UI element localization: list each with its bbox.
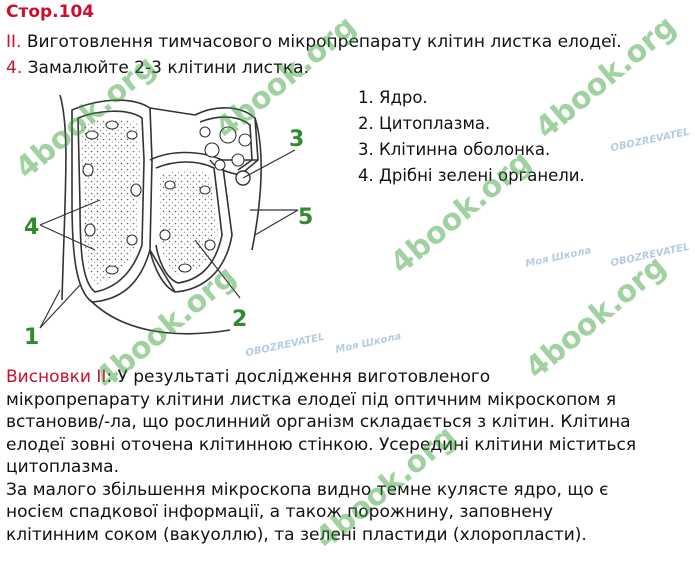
task-text: Замалюйте 2-3 клітини листка.: [22, 58, 309, 78]
watermark-school: Моя Школа: [334, 331, 403, 356]
section-heading: ІІ. Виготовлення тимчасового мікропрепар…: [6, 31, 622, 53]
conclusion-block: Висновки ІІ: У результаті дослідження ви…: [6, 366, 691, 546]
conclusion-line-6: За малого збільшення мікроскопа видно те…: [6, 479, 609, 500]
conclusion-line-2: мікропрепарату клітини листка елодеї під…: [6, 389, 617, 410]
figure-label-1: 1: [24, 325, 39, 350]
elodea-cells-figure: 4 1 2 3 5: [24, 94, 313, 350]
legend-item-organelles: 4. Дрібні зелені органели.: [358, 166, 585, 185]
legend-item-cell-wall: 3. Клітинна оболонка.: [358, 140, 551, 159]
conclusion-line-3: встановив/-ла, що рослинний організм скл…: [6, 412, 631, 432]
conclusion-line-4: елодеї зовні оточена клітинною стінкою. …: [6, 434, 637, 455]
figure-label-4: 4: [24, 215, 39, 240]
page-number: Стор.104: [6, 2, 95, 22]
legend-item-nucleus: 1. Ядро.: [358, 88, 428, 107]
watermark-site: 4book.org: [528, 8, 683, 147]
conclusion-heading: Висновки ІІ: [6, 367, 107, 387]
watermark-brand: OBOZREVATEL: [609, 241, 691, 270]
task-heading: 4. Замалюйте 2-3 клітини листка.: [6, 57, 309, 79]
task-marker: 4.: [6, 58, 23, 78]
conclusion-line-7: носієм спадкової інформації, а також пор…: [6, 502, 554, 522]
watermark-brand: OBOZREVATEL: [609, 126, 691, 155]
legend-item-cytoplasm: 2. Цитоплазма.: [358, 114, 491, 133]
conclusion-line-8: клітинним соком (вакуоллю), та зелені пл…: [6, 524, 587, 545]
conclusion-line-1: Висновки ІІ: У результаті дослідження ви…: [6, 367, 491, 387]
section-text: Виготовлення тимчасового мікропрепарату …: [21, 32, 622, 52]
section-marker: ІІ.: [6, 32, 22, 52]
watermark-site: 4book.org: [383, 143, 538, 282]
conclusion-line-5: цитоплазма.: [6, 457, 120, 477]
figure-label-5: 5: [298, 205, 313, 230]
figure-label-3: 3: [289, 127, 304, 152]
figure-label-2: 2: [232, 307, 247, 332]
watermark-school: Моя Школа: [524, 245, 593, 270]
